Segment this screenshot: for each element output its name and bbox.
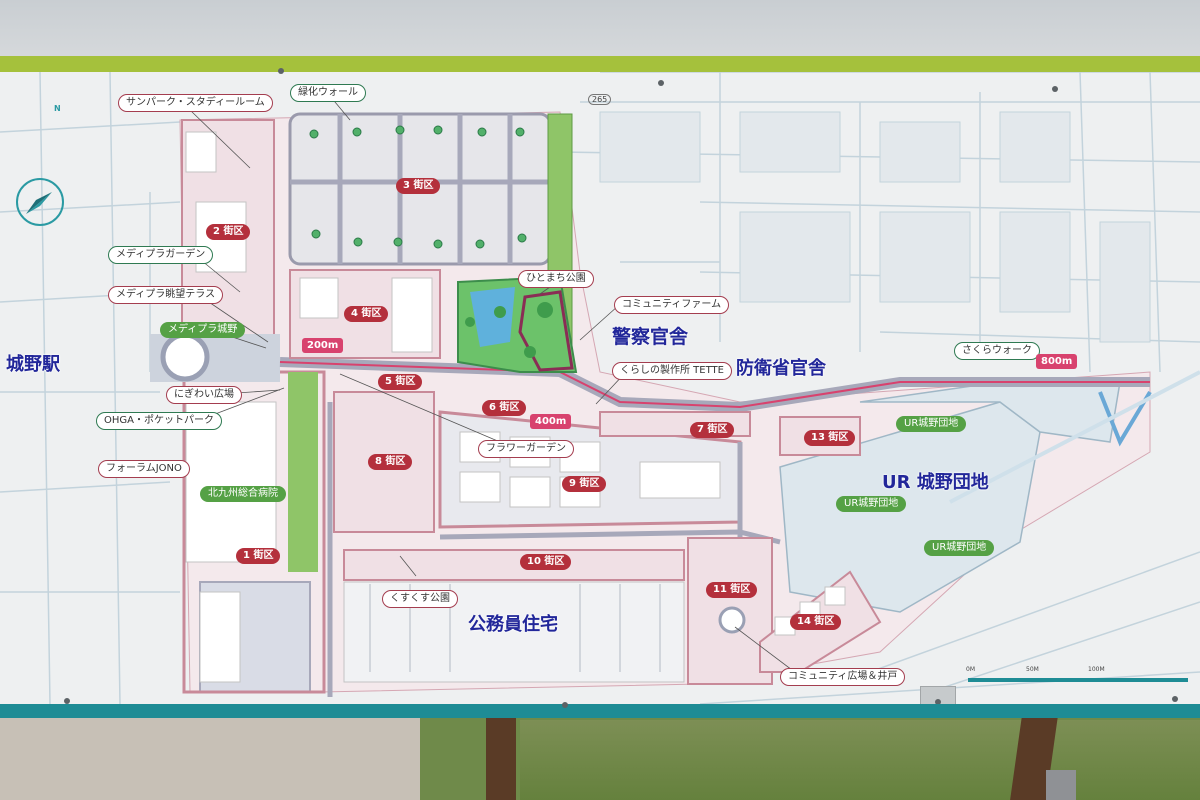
block-6-label: 6 街区	[482, 400, 527, 416]
hitomachi-park-label: ひとまち公園	[518, 270, 594, 288]
mediapla-joyo-label: メディプラ城野	[160, 322, 246, 338]
ur-danchi-area-label-1: UR城野団地	[896, 416, 967, 432]
nigiwai-plaza-label: にぎわい広場	[166, 386, 242, 404]
block-3-label: 3 街区	[396, 178, 441, 194]
tette-label: くらしの製作所 TETTE	[612, 362, 732, 380]
board-screw	[658, 80, 664, 86]
board-screw	[64, 698, 70, 704]
community-farm-label: コミュニティファーム	[614, 296, 730, 314]
board-screw	[278, 68, 284, 74]
block-5-label: 5 街区	[378, 374, 423, 390]
mediapla-terrace-label: メディプラ眺望テラス	[108, 286, 224, 304]
block-11-label: 11 街区	[706, 582, 758, 598]
board-top-stripe	[0, 56, 1200, 72]
mediapla-garden-label: メディプラガーデン	[108, 246, 214, 264]
grass-strip	[520, 720, 1200, 800]
greenery-wall-label: 緑化ウォール	[290, 84, 366, 102]
ur-danchi-label: UR 城野団地	[882, 472, 989, 493]
sign-post-left	[486, 716, 516, 800]
sunpark-study-room-label: サンパーク・スタディールーム	[118, 94, 273, 112]
scale-label-50: 50M	[1026, 666, 1039, 673]
block-7-label: 7 街区	[690, 422, 735, 438]
board-screw	[1172, 696, 1178, 702]
road-number-badge: 265	[588, 94, 612, 105]
board-screw	[1052, 86, 1058, 92]
block-13-label: 13 街区	[804, 430, 856, 446]
block-8-label: 8 街区	[368, 454, 413, 470]
flower-garden-label: フラワーガーデン	[478, 440, 574, 458]
ohga-pocket-park-label: OHGA・ポケットパーク	[96, 412, 222, 430]
block-1-label: 1 街区	[236, 548, 281, 564]
kitakyushu-hospital-label: 北九州総合病院	[200, 486, 286, 502]
ur-danchi-area-label-3: UR城野団地	[924, 540, 995, 556]
block-2-label: 2 街区	[206, 224, 251, 240]
distance-marker-800m: 800m	[1036, 354, 1078, 369]
police-housing-label: 警察官舎	[612, 326, 689, 348]
scale-label-0: 0M	[966, 666, 975, 673]
sky	[0, 0, 1200, 60]
board-screw	[562, 702, 568, 708]
community-plaza-well-label: コミュニティ広場＆井戸	[780, 668, 906, 686]
block-4-label: 4 街区	[344, 306, 389, 322]
forum-jono-label: フォーラムJONO	[98, 460, 190, 478]
block-9-label: 9 街区	[562, 476, 607, 492]
scale-label-100: 100M	[1088, 666, 1105, 673]
sakura-walk-label: さくらウォーク	[954, 342, 1040, 360]
block-14-label: 14 街区	[790, 614, 842, 630]
distance-marker-400m: 400m	[530, 414, 572, 429]
joyo-station-label: 城野駅	[6, 354, 60, 375]
kusukusu-park-label: くすくす公園	[382, 590, 458, 608]
map-board: N 265 城野駅 警察官舎 防衛省官舎 UR 城野団地 公務員住宅 サンパーク…	[0, 72, 1200, 704]
post-base	[1046, 770, 1076, 800]
ur-danchi-area-label-2: UR城野団地	[836, 496, 907, 512]
compass-icon	[16, 178, 64, 226]
civil-servant-housing-label: 公務員住宅	[468, 614, 558, 635]
plate-screw	[935, 699, 941, 704]
compass-north-letter: N	[54, 104, 61, 113]
board-bottom-stripe	[0, 704, 1200, 718]
mounting-plate	[920, 686, 956, 704]
distance-marker-200m: 200m	[302, 338, 344, 353]
defense-housing-label: 防衛省官舎	[736, 358, 826, 379]
block-10-label: 10 街区	[520, 554, 572, 570]
